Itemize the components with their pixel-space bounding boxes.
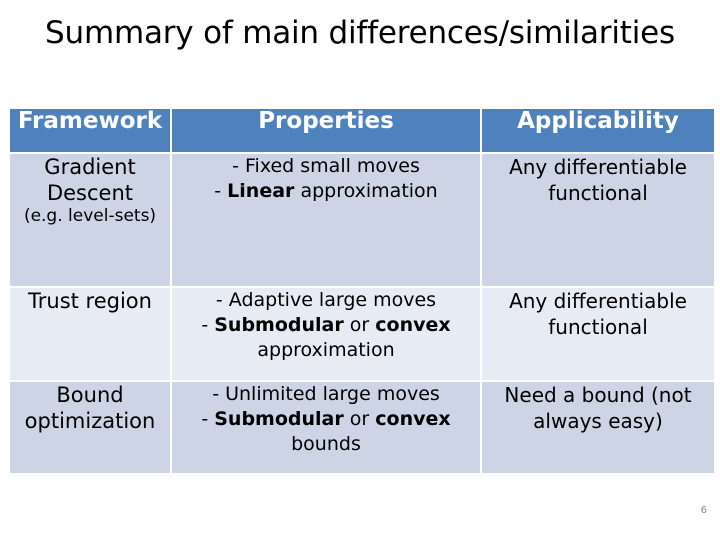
property-emphasis: Linear: [227, 180, 295, 202]
property-emphasis: convex: [375, 314, 451, 336]
property-text: approximation: [257, 339, 395, 361]
cell-properties: - Adaptive large moves - Submodular or c…: [172, 288, 480, 380]
table-row: Gradient Descent (e.g. level-sets) - Fix…: [10, 154, 714, 286]
property-text: approximation: [294, 180, 438, 202]
column-header-properties: Properties: [172, 109, 480, 152]
property-text: or: [343, 408, 376, 430]
property-line: - Submodular or convex bounds: [172, 407, 480, 457]
framework-note: (e.g. level-sets): [23, 206, 157, 226]
property-line: - Unlimited large moves: [172, 382, 480, 407]
page-title: Summary of main differences/similarities: [45, 15, 675, 51]
framework-name: Gradient Descent: [44, 155, 136, 205]
property-text: - Fixed small moves: [232, 155, 420, 177]
framework-name: Bound optimization: [24, 383, 156, 433]
property-line: - Fixed small moves: [172, 154, 480, 179]
cell-framework: Trust region: [10, 288, 170, 380]
cell-framework: Gradient Descent (e.g. level-sets): [10, 154, 170, 286]
property-text: or: [343, 314, 376, 336]
cell-framework: Bound optimization: [10, 382, 170, 473]
property-text: - Unlimited large moves: [212, 383, 440, 405]
comparison-table: Framework Properties Applicability Gradi…: [8, 107, 716, 475]
property-text: bounds: [291, 433, 361, 455]
property-line: - Adaptive large moves: [172, 288, 480, 313]
property-emphasis: Submodular: [214, 408, 344, 430]
property-text: -: [214, 180, 228, 202]
table-row: Bound optimization - Unlimited large mov…: [10, 382, 714, 473]
property-text: -: [201, 314, 215, 336]
property-text: - Adaptive large moves: [215, 289, 437, 311]
table-row: Trust region - Adaptive large moves - Su…: [10, 288, 714, 380]
cell-applicability: Any differentiable functional: [482, 154, 714, 286]
property-text: -: [201, 408, 215, 430]
column-header-applicability: Applicability: [482, 109, 714, 152]
column-header-framework: Framework: [10, 109, 170, 152]
property-line: - Linear approximation: [172, 179, 480, 204]
property-line: - Submodular or convex approximation: [172, 313, 480, 363]
property-emphasis: convex: [375, 408, 451, 430]
cell-properties: - Fixed small moves - Linear approximati…: [172, 154, 480, 286]
cell-applicability: Any differentiable functional: [482, 288, 714, 380]
table-header-row: Framework Properties Applicability: [10, 109, 714, 152]
cell-applicability: Need a bound (not always easy): [482, 382, 714, 473]
property-emphasis: Submodular: [214, 314, 344, 336]
cell-properties: - Unlimited large moves - Submodular or …: [172, 382, 480, 473]
page-number: 6: [700, 505, 707, 516]
framework-name: Trust region: [28, 289, 152, 313]
